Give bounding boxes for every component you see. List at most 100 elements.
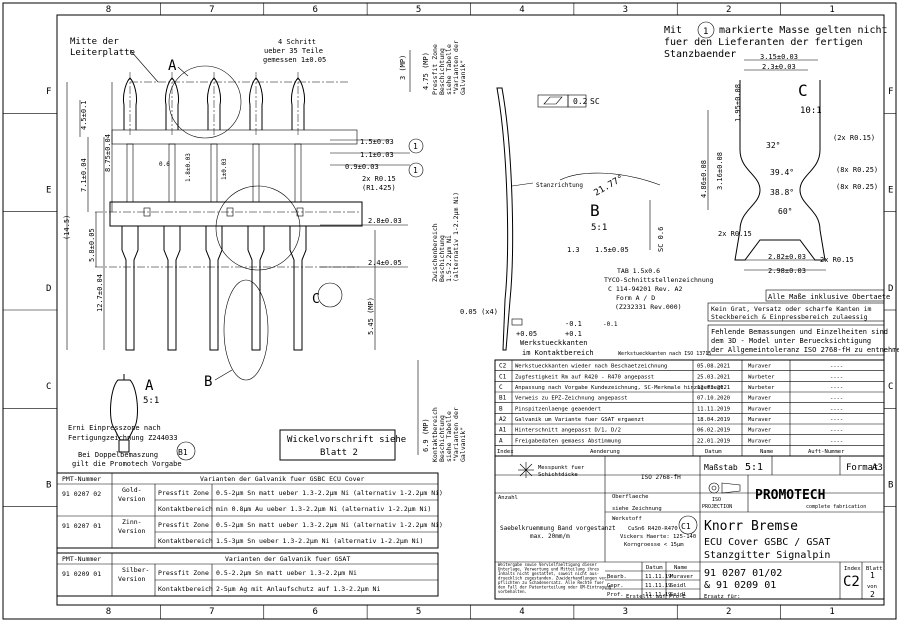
galvanik-spec: 1.5-3µm Sn ueber 1.3-2.2µm Ni (alternati… (216, 537, 423, 545)
note-fehlende-3: der Allgemeintoleranz ISO 2768-fH zu ent… (711, 346, 899, 354)
svg-text:SC: SC (590, 97, 600, 106)
frame-col-label: 4 (519, 607, 524, 617)
frame-col-label: 5 (416, 5, 421, 15)
revision-name: Muraver (748, 406, 772, 412)
frame-row-label: E (46, 186, 51, 196)
svg-text:39.4°: 39.4° (770, 168, 794, 177)
revision-desc: Pinspitzenlaenge geaendert (515, 406, 601, 412)
svg-text:ECU Cover GSBC / GSAT: ECU Cover GSBC / GSAT (704, 537, 830, 548)
svg-text:3.15±0.03: 3.15±0.03 (760, 53, 798, 61)
svg-text:1.5-2.2µm Ni: 1.5-2.2µm Ni (445, 235, 453, 282)
svg-text:2.82±0.03: 2.82±0.03 (768, 253, 806, 261)
frame-col-label: 5 (416, 607, 421, 617)
svg-text:complete fabrication: complete fabrication (806, 504, 866, 510)
svg-text:5.8±0.05: 5.8±0.05 (88, 228, 96, 262)
svg-text:Stanzgitter Signalpin: Stanzgitter Signalpin (704, 550, 830, 561)
left-dimensions: (14.5) 4.5±0.1 8.75±0.04 7.1±0.04 5.8±0.… (63, 82, 113, 350)
detail-a: A 5:1 Erni Einpresszone nach Fertigungze… (68, 374, 196, 468)
svg-text:gilt die Promotech Vorgabe: gilt die Promotech Vorgabe (72, 460, 182, 468)
frame-col-label: 7 (209, 5, 214, 15)
detail-a-circle (168, 65, 242, 139)
svg-text:Korngroesse < 15µm: Korngroesse < 15µm (624, 542, 684, 548)
strip-hole (143, 207, 151, 217)
svg-text:druecklich zugestanden. Zuwide: druecklich zugestanden. Zuwiderhandlunge… (498, 576, 609, 581)
galvanik-spec: 0.5-2µm Sn matt ueber 1.3-2.2µm Ni (alte… (216, 489, 443, 497)
svg-text:5.45 (MP): 5.45 (MP) (367, 297, 375, 335)
promotech-logo: PROMOTECH complete fabrication (755, 488, 866, 510)
revision-name: Wurbeter (748, 374, 775, 380)
svg-text:7.1±0.04: 7.1±0.04 (80, 158, 88, 192)
revision-desc: Zugfestigkeit Rm auf R420 - R470 angepas… (515, 374, 654, 380)
svg-text:den Fall der Patenterteilung o: den Fall der Patenterteilung oder GM-Ein… (498, 585, 612, 590)
svg-text:2: 2 (870, 590, 875, 599)
svg-text:Stanzbaender: Stanzbaender (664, 49, 736, 60)
note-kein-1: Kein Grat, Versatz oder scharfe Kanten i… (711, 305, 872, 313)
revision-approver: ---- (830, 385, 843, 391)
pin-leg (121, 226, 139, 351)
note-box-kein (707, 302, 885, 322)
svg-text:4.5±0.1: 4.5±0.1 (80, 100, 88, 130)
svg-text:(8x R0.25): (8x R0.25) (836, 183, 878, 191)
svg-text:-0.1: -0.1 (565, 320, 582, 328)
circled-marker-1 (408, 138, 424, 154)
frame-col-label: 4 (519, 5, 524, 15)
revision-date: 22.01.2019 (697, 438, 730, 444)
revision-desc: Freigabedaten gemaess Abstimmung (515, 438, 621, 444)
detail-b-label: B (204, 374, 212, 390)
svg-text:PROJECTION: PROJECTION (702, 504, 732, 510)
svg-text:Zwischenbereich: Zwischenbereich (431, 223, 439, 282)
svg-text:2.98±0.03: 2.98±0.03 (768, 267, 806, 275)
svg-text:1.5±0.03: 1.5±0.03 (360, 138, 394, 146)
svg-text:C: C (798, 81, 808, 100)
svg-text:Stanzrichtung: Stanzrichtung (536, 182, 583, 189)
svg-text:4 Schritt: 4 Schritt (278, 38, 316, 46)
galvanik-version: Gold- (122, 486, 142, 494)
people-name: Seidl (670, 592, 687, 598)
svg-text:im Kontaktbereich: im Kontaktbereich (522, 349, 594, 357)
svg-text:C2: C2 (843, 574, 860, 590)
revision-name: Wurbeter (748, 385, 775, 391)
svg-text:gemessen 1±0.05: gemessen 1±0.05 (263, 56, 326, 64)
svg-text:10:1: 10:1 (800, 106, 822, 116)
frame-col-label: 2 (726, 607, 731, 617)
note-fehlende-2: dem 3D - Model unter Beruecksichtigung (711, 337, 871, 345)
svg-text:Schichtdicke: Schichtdicke (538, 472, 578, 478)
svg-text:-0.1: -0.1 (603, 321, 618, 328)
wickel-text-2: Blatt 2 (320, 448, 358, 458)
projection-icon (708, 482, 741, 494)
svg-text:ISO: ISO (712, 497, 721, 503)
svg-text:(alternativ 1-2.2µm Ni): (alternativ 1-2.2µm Ni) (452, 192, 460, 282)
note-masse: Mit 1 markierte Masse gelten nicht fuer … (664, 21, 888, 60)
svg-text:siehe Tabelle: siehe Tabelle (445, 411, 453, 462)
revision-marker-c1 (678, 515, 698, 535)
svg-text:Pressfit Zone: Pressfit Zone (431, 44, 439, 95)
frame-col-label: 3 (623, 5, 628, 15)
galvanik-zone: Pressfit Zone (158, 569, 209, 577)
svg-text:SC 0.6: SC 0.6 (657, 227, 665, 252)
revision-name: Muraver (748, 364, 772, 370)
note-alle: Alle Maße inklusive Obertaete (768, 293, 890, 301)
right-dimensions: 1.5±0.03 1.1±0.03 0.9±0.03 2x R0.15 (R1.… (320, 50, 430, 455)
revision-desc: Anpassung nach Vorgabe Kundezeichnung, S… (515, 385, 724, 391)
svg-text:2.4±0.05: 2.4±0.05 (368, 259, 402, 267)
svg-text:Leiterplatte: Leiterplatte (70, 48, 135, 58)
svg-text:B1: B1 (178, 448, 188, 457)
svg-text:& 91 0209 01: & 91 0209 01 (704, 580, 776, 591)
svg-text:PROMOTECH: PROMOTECH (755, 488, 825, 503)
svg-text:Erni Einpresszone nach: Erni Einpresszone nach (68, 424, 161, 432)
frame-col-label: 1 (829, 5, 834, 15)
svg-text:1: 1 (870, 571, 875, 580)
detail-c-circle (317, 282, 343, 308)
svg-text:5:1: 5:1 (745, 462, 763, 473)
pin-leg (205, 226, 223, 351)
svg-text:21.77°: 21.77° (593, 174, 626, 199)
pin-body (126, 143, 134, 203)
svg-text:0.6: 0.6 (159, 161, 170, 168)
frame-col-label: 6 (312, 607, 317, 617)
svg-text:6.9 (MP): 6.9 (MP) (422, 418, 430, 452)
svg-text:Vickers Haerte: 125-140: Vickers Haerte: 125-140 (620, 534, 696, 540)
zone-notes: Pressfit Zone Beschichtung siehe Tabelle… (431, 40, 467, 462)
pin-body (294, 143, 302, 203)
